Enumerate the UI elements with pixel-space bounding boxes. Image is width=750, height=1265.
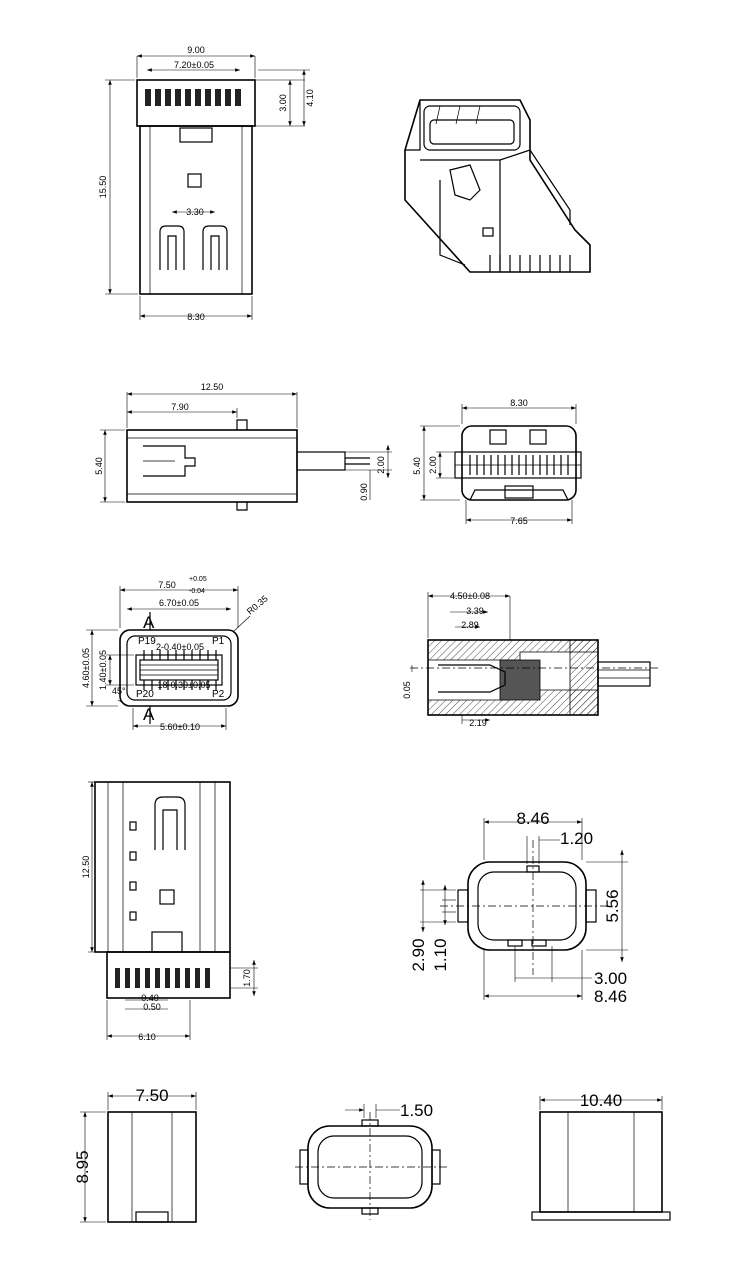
boot-end-view: 1.50 bbox=[295, 1101, 448, 1220]
top-dim-body-width: 8.30 bbox=[187, 312, 205, 322]
end-dim-width: 8.30 bbox=[510, 398, 528, 408]
face-dim-width: 7.50 bbox=[158, 580, 176, 590]
face-label-p19: P19 bbox=[138, 636, 156, 647]
sec-dim-bottom: 2.19 bbox=[469, 718, 487, 728]
face-label-p20: P20 bbox=[136, 689, 154, 700]
boot-end-dim-slot: 1.50 bbox=[400, 1101, 433, 1120]
face-view: P19 P1 P20 P2 A A 7.50 +0.05 -0.04 6.70±… bbox=[81, 576, 270, 732]
side-dim-tail-offset: 0.90 bbox=[359, 483, 369, 501]
top-dim-length: 15.50 bbox=[98, 176, 108, 199]
face-dim-inner-width: 6.70±0.05 bbox=[159, 598, 199, 608]
end-dim-inner: 2.00 bbox=[428, 456, 438, 474]
side-dim-height: 5.40 bbox=[94, 457, 104, 475]
face-dim-angle: 45° bbox=[112, 686, 126, 696]
face-dim-height: 4.60±0.05 bbox=[81, 648, 91, 688]
bottom-dim-pitch: 0.50 bbox=[143, 1002, 161, 1012]
side-view: 12.50 7.90 5.40 2.00 0.90 bbox=[94, 382, 392, 511]
cable-dim-bottom-width: 8.46 bbox=[594, 987, 627, 1006]
top-dim-overall-width: 9.00 bbox=[187, 45, 205, 55]
face-dim-radius: R0.35 bbox=[245, 593, 270, 616]
sec-dim-depth: 4.50±0.08 bbox=[450, 591, 490, 601]
sec-dim-d3: 2.89 bbox=[461, 620, 479, 630]
side-dim-length: 12.50 bbox=[201, 382, 224, 392]
end-view: 8.30 5.40 2.00 7.65 bbox=[412, 398, 582, 526]
cable-dim-height: 5.56 bbox=[603, 889, 622, 922]
top-dim-latch-spacing: 3.30 bbox=[186, 207, 204, 217]
end-contacts bbox=[469, 455, 569, 475]
bottom-pin-row bbox=[115, 968, 210, 988]
sec-dim-d2: 3.39 bbox=[466, 606, 484, 616]
cable-end-view: 8.46 1.20 5.56 2.90 1.10 3.00 8.46 bbox=[409, 809, 628, 1006]
cable-dim-inner-h: 1.10 bbox=[431, 938, 450, 971]
cable-dim-slot: 1.20 bbox=[560, 829, 593, 848]
face-dim-lower-pitch: 18-0.30±0.05 bbox=[158, 680, 211, 690]
bottom-dim-length: 12.50 bbox=[81, 856, 91, 879]
face-dim-tol-lower: -0.04 bbox=[189, 588, 205, 595]
face-section-top: A bbox=[143, 613, 155, 632]
face-section-bottom: A bbox=[143, 705, 155, 724]
end-dim-bottom-width: 7.65 bbox=[510, 516, 528, 526]
boot-top-dim-width: 10.40 bbox=[580, 1091, 623, 1110]
sec-dim-offset: 0.05 bbox=[402, 681, 412, 699]
end-dim-height: 5.40 bbox=[412, 457, 422, 475]
cable-dim-slot-spacing: 3.00 bbox=[594, 969, 627, 988]
top-pin-row bbox=[145, 89, 241, 106]
face-label-p1: P1 bbox=[212, 636, 225, 647]
isometric-view bbox=[404, 99, 591, 273]
face-label-p2: P2 bbox=[212, 689, 225, 700]
bottom-dim-span: 6.10 bbox=[138, 1032, 156, 1042]
face-dim-tol-upper: +0.05 bbox=[189, 576, 207, 583]
boot-top-view: 10.40 bbox=[531, 1091, 671, 1221]
face-pins-top bbox=[143, 650, 217, 660]
cable-dim-width: 8.46 bbox=[516, 809, 549, 828]
face-dim-upper-pitch: 2-0.40±0.05 bbox=[156, 642, 204, 652]
side-dim-tail-height: 2.00 bbox=[376, 456, 386, 474]
face-pins-bottom bbox=[143, 680, 217, 690]
boot-side-view: 7.50 8.95 bbox=[73, 1086, 197, 1223]
cable-dim-outer-h: 2.90 bbox=[409, 938, 428, 971]
boot-side-dim-height: 8.95 bbox=[73, 1150, 92, 1183]
iso-tails bbox=[489, 255, 571, 272]
top-view: 9.00 7.20±0.05 3.00 4.10 15.50 3.30 8.30 bbox=[98, 45, 315, 322]
face-dim-bottom-width: 5.60±0.10 bbox=[160, 722, 200, 732]
top-dim-height-b: 4.10 bbox=[305, 89, 315, 107]
side-dim-latch-pos: 7.90 bbox=[171, 402, 189, 412]
section-view: 4.50±0.08 3.39 2.89 0.05 2.19 bbox=[402, 591, 660, 728]
bottom-dim-pin-height: 1.70 bbox=[242, 969, 252, 987]
bottom-view: 12.50 1.70 0.40 0.50 6.10 bbox=[81, 781, 258, 1042]
boot-side-dim-width: 7.50 bbox=[135, 1086, 168, 1105]
bottom-dim-pin-width: 0.40 bbox=[141, 993, 159, 1003]
top-dim-pitch-width: 7.20±0.05 bbox=[174, 60, 214, 70]
face-dim-tongue: 1.40±0.05 bbox=[98, 650, 108, 690]
top-dim-height-a: 3.00 bbox=[278, 94, 288, 112]
